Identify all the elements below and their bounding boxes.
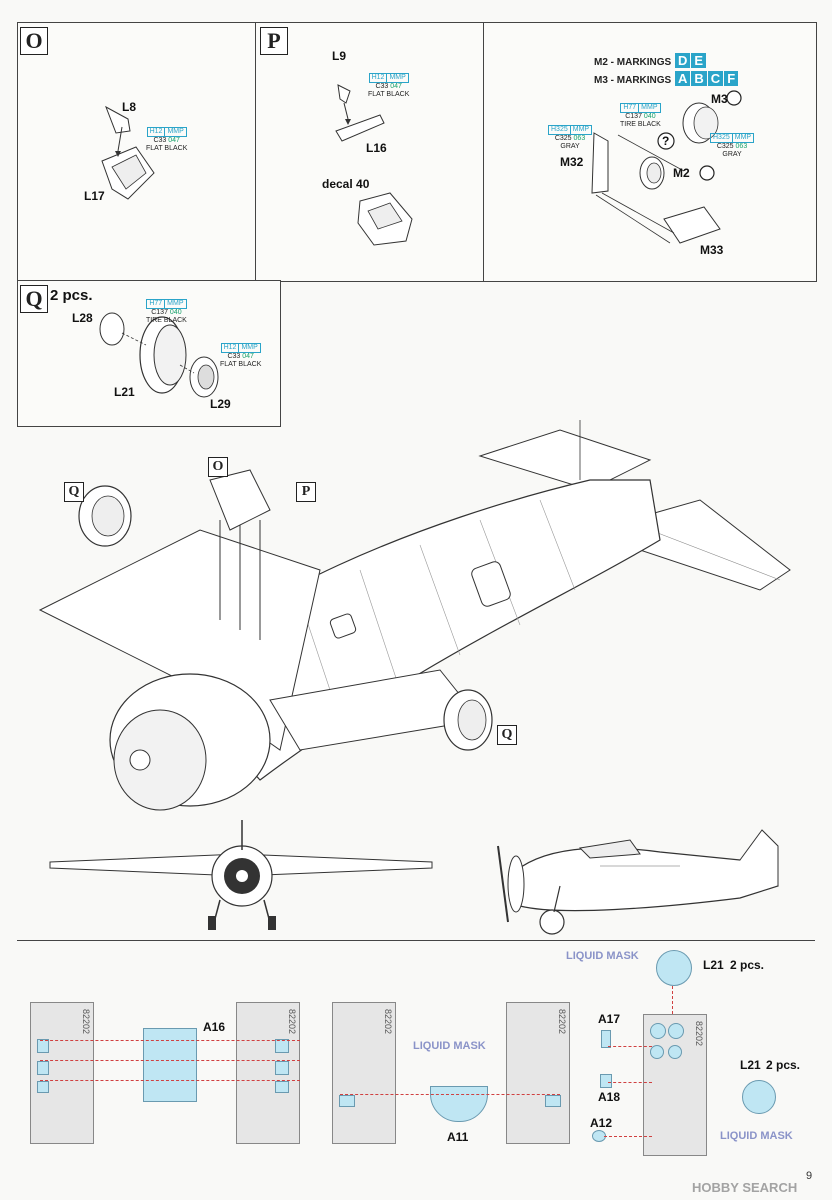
part-m2-label: M2	[673, 166, 690, 180]
mask-sheet-2-code: 82202	[287, 1009, 297, 1035]
mask-sheet-1: 82202	[30, 1002, 94, 1144]
mask-sheet-5-code: 82202	[694, 1021, 704, 1047]
mask-sheet-3: 82202	[332, 1002, 396, 1144]
mask-guide-line	[40, 1040, 300, 1041]
callout-q-left: Q	[64, 482, 84, 502]
mask-guide-line	[608, 1082, 652, 1083]
mask-section-divider	[17, 940, 815, 941]
mask-a12-label: A12	[590, 1116, 613, 1130]
mask-piece	[37, 1039, 49, 1053]
mask-piece	[339, 1095, 355, 1107]
part-l29-label: L29	[210, 397, 231, 411]
part-m32-label: M32	[560, 155, 584, 169]
mask-sheet-5: 82202	[643, 1014, 707, 1156]
l21-right-qty: 2 pcs.	[766, 1058, 801, 1072]
callout-o: O	[208, 457, 228, 477]
mask-guide-line	[608, 1046, 652, 1047]
part-l21-label: L21	[114, 385, 135, 399]
step-q-quantity: 2 pcs.	[50, 287, 93, 304]
part-m3-label: M3	[711, 92, 728, 106]
mask-a16-label: A16	[203, 1020, 226, 1034]
mask-guide-line	[604, 1136, 652, 1137]
l21-top-label: L21	[703, 958, 724, 972]
aircraft-front-view	[49, 820, 433, 930]
mask-piece	[275, 1039, 289, 1053]
mask-piece	[37, 1081, 49, 1093]
step-p-drawing	[335, 84, 413, 246]
l21-mask-top	[656, 950, 692, 986]
page-number: 9	[806, 1170, 813, 1182]
part-l9-label: L9	[332, 49, 347, 63]
mask-sheet-1-code: 82202	[81, 1009, 91, 1035]
step-o-drawing	[101, 105, 155, 200]
mask-piece	[650, 1045, 664, 1059]
step-q-letter: Q	[20, 285, 48, 313]
callout-p: P	[296, 482, 316, 502]
mask-piece	[37, 1061, 49, 1075]
question-mark: ?	[662, 134, 670, 148]
decal-40-label: decal 40	[322, 177, 370, 191]
step-p-letter: P	[260, 27, 288, 55]
mask-piece	[275, 1081, 289, 1093]
mask-a17-piece	[601, 1030, 611, 1048]
part-l16-label: L16	[366, 141, 387, 155]
part-l28-label: L28	[72, 311, 93, 325]
hobby-search-watermark: HOBBY SEARCH	[692, 1180, 798, 1195]
mask-piece	[545, 1095, 561, 1107]
mask-guide-line	[672, 986, 673, 1014]
aircraft-side-view	[497, 829, 779, 935]
part-l8-label: L8	[122, 100, 137, 114]
l21-top-qty: 2 pcs.	[730, 958, 765, 972]
aircraft-assembly-drawing	[38, 420, 791, 811]
mask-sheet-3-code: 82202	[383, 1009, 393, 1035]
callout-q-right: Q	[497, 725, 517, 745]
step-q-drawing	[99, 312, 219, 398]
mask-sheet-4: 82202	[506, 1002, 570, 1144]
mask-piece	[668, 1023, 684, 1039]
mask-piece	[650, 1023, 666, 1039]
mask-a11-label: A11	[447, 1130, 469, 1144]
l21-right-label: L21	[740, 1058, 761, 1072]
liquid-mask-label-top: LIQUID MASK	[566, 950, 639, 962]
liquid-mask-label-bottom: LIQUID MASK	[720, 1130, 793, 1142]
mask-a18-label: A18	[598, 1090, 621, 1104]
step-o-letter: O	[20, 27, 48, 55]
part-l17-label: L17	[84, 189, 105, 203]
step-tail-wheel-drawing	[591, 90, 742, 244]
mask-guide-line	[40, 1060, 300, 1061]
part-m33-label: M33	[700, 243, 724, 257]
liquid-mask-label-center: LIQUID MASK	[413, 1040, 486, 1052]
mask-a18-piece	[600, 1074, 612, 1088]
mask-guide-line	[340, 1094, 560, 1095]
mask-sheet-2: 82202	[236, 1002, 300, 1144]
mask-guide-line	[40, 1080, 300, 1081]
mask-sheet-4-code: 82202	[557, 1009, 567, 1035]
mask-a11-shape	[430, 1086, 488, 1122]
mask-piece	[668, 1045, 682, 1059]
mask-piece	[275, 1061, 289, 1075]
mask-a17-label: A17	[598, 1012, 621, 1026]
l21-mask-right	[742, 1080, 776, 1114]
